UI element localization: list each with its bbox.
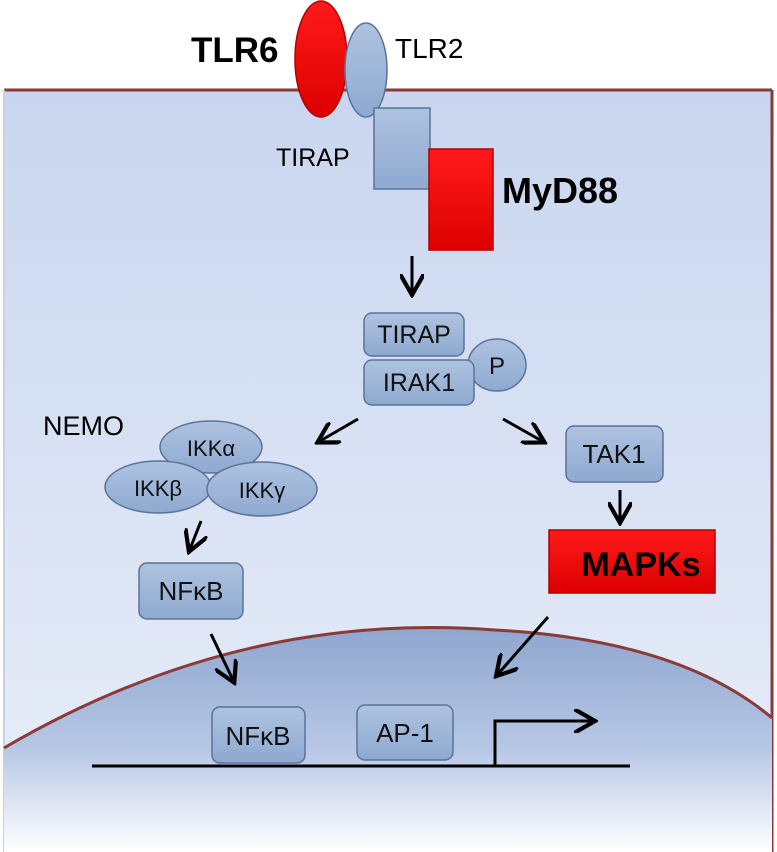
- tirap-adaptor: [373, 107, 431, 190]
- mapks-label: MAPKs: [581, 546, 700, 584]
- tlr6-label: TLR6: [191, 31, 279, 70]
- irak1-node-label: IRAK1: [383, 369, 455, 397]
- arrow-to-tak1: [502, 417, 542, 441]
- irak1-node: [363, 359, 475, 406]
- arrow-to-ikk: [320, 417, 359, 441]
- transcription-start-arrow: [493, 721, 592, 766]
- nuclear-membrane: [3, 625, 773, 750]
- arrow-ikk-to-nfkb: [190, 520, 201, 549]
- arrow-mapks-to-nucleus: [498, 616, 550, 674]
- ikk-gamma-node: [206, 461, 318, 517]
- ap1-node: [356, 704, 454, 761]
- tlr2-label: TLR2: [395, 33, 463, 64]
- tirap-node-label: TIRAP: [377, 321, 451, 349]
- ikk-gamma-label: IKKγ: [239, 478, 285, 503]
- nfkb-nucleus-node: [211, 706, 306, 764]
- ikk-beta-label: IKKβ: [134, 476, 182, 501]
- tirap-node: [363, 312, 465, 357]
- phosphorylation-label: P: [489, 353, 505, 380]
- nemo-label: NEMO: [43, 411, 124, 441]
- ikk-alpha-label: IKKα: [187, 436, 235, 461]
- mapks-node: [548, 529, 716, 594]
- myd88-label: MyD88: [502, 170, 618, 211]
- ikk-alpha-node: [159, 420, 263, 474]
- ap1-label: AP-1: [376, 718, 434, 748]
- nfkb-cytoplasm-node: [138, 562, 244, 620]
- arrow-nfkb-to-nucleus: [209, 633, 233, 680]
- tak1-node: [565, 425, 664, 483]
- tirap-adaptor-label: TIRAP: [276, 144, 350, 172]
- tlr2-receptor: [344, 22, 388, 118]
- nfkb-nucleus-label: NFκB: [226, 721, 291, 751]
- tlr6-receptor: [294, 0, 348, 118]
- nfkb-cytoplasm-label: NFκB: [159, 576, 224, 606]
- myd88-adaptor: [428, 148, 494, 251]
- tak1-label: TAK1: [582, 439, 645, 469]
